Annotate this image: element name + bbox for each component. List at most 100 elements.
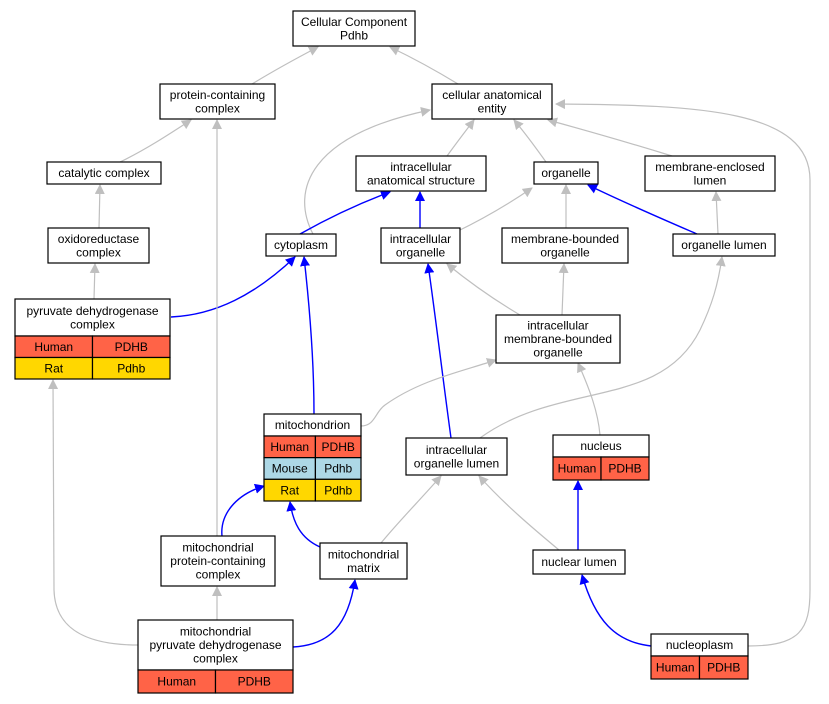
edge-part-of-mitochondrial-protein-containing-complex-to-mitochondrion <box>221 483 265 537</box>
species-label: Human <box>157 675 196 689</box>
node-box <box>532 549 626 575</box>
edge-is-a-nucleoplasm-to-cellular-anatomical-entity <box>555 99 811 647</box>
edge-is-a-cytoplasm-to-cellular-anatomical-entity <box>304 106 431 235</box>
species-label: Human <box>656 661 695 675</box>
node-box <box>14 298 171 337</box>
edge-is-a-organelle-lumen-to-membrane-enclosed-lumen <box>711 191 722 235</box>
edge-is-a-intracellular-organelle-to-organelle <box>455 187 533 233</box>
node-label: nuclear lumen <box>541 555 616 569</box>
node-box <box>319 542 408 580</box>
node-box <box>405 437 508 476</box>
node-label: mitochondrial <box>180 625 251 639</box>
edge-is-a-organelle-to-cellular-anatomical-entity <box>513 119 547 163</box>
edge-is-a-membrane-enclosed-lumen-to-cellular-anatomical-entity <box>547 117 673 157</box>
edge-part-of-nucleoplasm-to-nuclear-lumen <box>579 574 652 647</box>
edge-part-of-pyruvate-dehydrogenase-complex-to-cytoplasm <box>170 256 296 318</box>
node-label: protein-containing <box>170 88 265 102</box>
gene-cell <box>314 478 362 502</box>
node-label: membrane-bounded <box>511 232 619 246</box>
gene-label: PDHB <box>238 675 271 689</box>
node-organelle[interactable]: organelle <box>533 161 599 185</box>
edge-part-of-mitochondrion-to-cytoplasm <box>300 256 315 415</box>
node-label: organelle lumen <box>681 238 766 252</box>
edge-part-of-intracellular-organelle-lumen-to-intracellular-organelle <box>424 263 452 439</box>
gene-cell <box>600 456 650 481</box>
edge-is-a-intracellular-anatomical-structure-to-cellular-anatomical-entity <box>446 119 475 157</box>
node-label: complex <box>70 317 115 331</box>
node-label: mitochondrial <box>182 541 253 555</box>
node-box <box>355 155 487 192</box>
node-label: nucleus <box>580 439 621 453</box>
node-label: complex <box>193 652 238 666</box>
edge-is-a-mitochondrial-matrix-to-intracellular-organelle-lumen <box>380 475 442 544</box>
species-label: Rat <box>280 483 299 497</box>
node-label: organelle <box>396 245 446 259</box>
gene-cell <box>698 655 749 680</box>
node-box <box>644 155 776 192</box>
node-label: organelle <box>541 166 591 180</box>
edge-is-a-catalytic-complex-to-protein-containing-complex <box>119 119 192 163</box>
gene-label: PDHB <box>608 462 641 476</box>
node-label: nucleoplasm <box>666 638 733 652</box>
gene-cell <box>91 356 171 380</box>
edge-is-a-mitochondrion-to-intracellular-membrane-bounded-organelle <box>360 358 497 427</box>
node-label: anatomical structure <box>367 173 475 187</box>
edge-part-of-mitochondrial-pyruvate-dehydrogenase-complex-to-mitochondrial-matrix <box>292 579 359 648</box>
gene-label: PDHB <box>707 661 740 675</box>
node-organelle-lumen[interactable]: organelle lumen <box>672 233 776 257</box>
node-box <box>160 535 276 587</box>
edge-is-a-cellular-anatomical-entity-to-cellular-component-pdhb <box>389 46 459 85</box>
node-label: membrane-enclosed <box>655 160 764 174</box>
edge-is-a-mitochondrial-pyruvate-dehydrogenase-complex-to-pyruvate-dehydrogenase-complex <box>48 379 139 646</box>
node-box <box>501 227 629 264</box>
node-box <box>137 619 294 671</box>
node-label: entity <box>478 101 507 115</box>
node-box <box>431 83 553 120</box>
node-box <box>672 233 776 257</box>
node-nuclear-lumen[interactable]: nuclear lumen <box>532 549 626 575</box>
node-label: pyruvate dehydrogenase <box>26 304 158 318</box>
edge-part-of-organelle-lumen-to-organelle <box>587 184 698 235</box>
species-label: Human <box>270 440 309 454</box>
node-box <box>47 227 150 264</box>
node-label: complex <box>76 245 121 259</box>
edge-part-of-cytoplasm-to-intracellular-anatomical-structure <box>299 190 391 235</box>
node-label: cytoplasm <box>274 238 328 252</box>
node-box <box>495 314 621 364</box>
node-catalytic-complex[interactable]: catalytic complex <box>46 161 162 185</box>
gene-label: PDHB <box>115 340 148 354</box>
gene-cell <box>214 669 294 694</box>
edge-is-a-pyruvate-dehydrogenase-complex-to-oxidoreductase-complex <box>89 263 100 300</box>
edge-is-a-oxidoreductase-complex-to-catalytic-complex <box>94 184 105 229</box>
edge-is-a-nucleus-to-intracellular-membrane-bounded-organelle <box>577 362 601 436</box>
edge-is-a-protein-containing-complex-to-cellular-component-pdhb <box>251 46 319 85</box>
species-label: Rat <box>44 361 63 375</box>
node-cytoplasm[interactable]: cytoplasm <box>265 233 337 257</box>
node-label: protein-containing <box>170 554 265 568</box>
node-box <box>292 10 416 47</box>
node-label: organelle lumen <box>414 456 499 470</box>
node-label: intracellular <box>390 232 451 246</box>
gene-label: Pdhb <box>117 361 145 375</box>
node-label: complex <box>195 101 240 115</box>
node-label: lumen <box>694 173 727 187</box>
